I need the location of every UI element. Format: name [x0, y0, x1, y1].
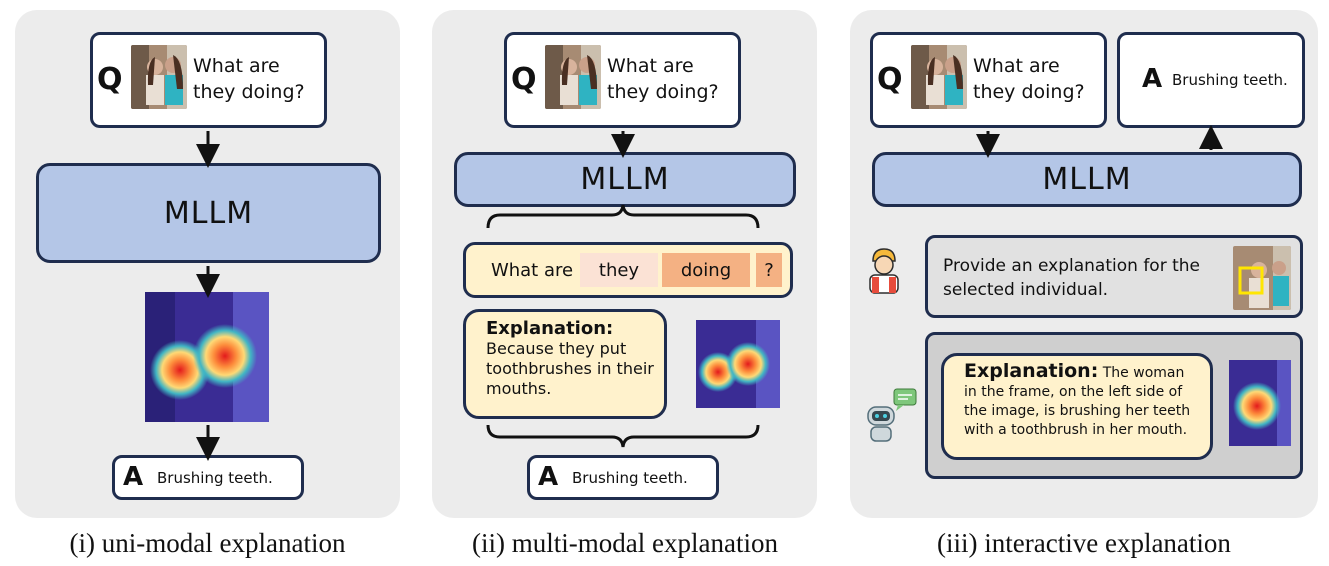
question-letter: Q [877, 62, 903, 97]
answer-letter: A [123, 462, 144, 492]
selected-individual-thumbnail [1233, 246, 1291, 310]
explanation-text: The woman in the frame, on the left side… [964, 365, 1191, 438]
answer-box: A Brushing teeth. [1117, 32, 1305, 128]
explanation-box: Explanation: The woman in the frame, on … [941, 353, 1213, 460]
mllm-block: MLLM [872, 152, 1302, 207]
user-prompt-text: Provide an explanation for the selected … [943, 256, 1200, 300]
user-prompt-box: Provide an explanation for the selected … [925, 235, 1303, 318]
explanation-content: Explanation: The woman in the frame, on … [964, 362, 1200, 440]
token-question-mark: ? [756, 253, 782, 287]
question-text: What are they doing? [973, 55, 1085, 103]
caption-uni-modal: (i) uni-modal explanation [69, 528, 346, 558]
mllm-label: MLLM [163, 195, 254, 231]
token-what-are: What are [490, 259, 574, 281]
brace-bottom [486, 424, 760, 448]
token-doing: doing [662, 253, 750, 287]
explanation-title: Explanation: [964, 360, 1099, 382]
explanation-title: Explanation: [486, 318, 614, 339]
mllm-label: MLLM [580, 162, 670, 197]
answer-text: Brushing teeth. [157, 469, 273, 487]
robot-chat-icon [860, 385, 920, 447]
token-they: they [580, 253, 658, 287]
question-text: What are they doing? [193, 55, 305, 103]
saliency-heatmap-image [145, 292, 269, 422]
question-text: What are they doing? [607, 55, 719, 103]
brace-top [486, 204, 760, 229]
saliency-heatmap-image [1229, 360, 1291, 446]
mllm-label: MLLM [1042, 162, 1132, 197]
input-image-thumbnail [911, 45, 967, 109]
input-image-thumbnail [131, 45, 187, 109]
answer-text: Brushing teeth. [572, 469, 688, 487]
question-box: Q What are they doing? [504, 32, 741, 128]
token-sequence-box: What are they doing ? [463, 242, 793, 298]
question-letter: Q [97, 62, 123, 97]
user-avatar-icon [864, 246, 904, 296]
question-box: Q What are they doing? [870, 32, 1107, 128]
caption-interactive: (iii) interactive explanation [937, 528, 1231, 558]
answer-letter: A [538, 462, 559, 492]
mllm-block: MLLM [454, 152, 796, 207]
caption-multi-modal: (ii) multi-modal explanation [472, 528, 778, 558]
question-letter: Q [511, 62, 537, 97]
answer-box: A Brushing teeth. [527, 455, 719, 500]
answer-box: A Brushing teeth. [112, 455, 304, 500]
input-image-thumbnail [545, 45, 601, 109]
explanation-text: Because they put toothbrushes in their m… [486, 339, 654, 398]
answer-text: Brushing teeth. [1172, 71, 1288, 89]
question-box: Q What are they doing? [90, 32, 327, 128]
saliency-heatmap-image [696, 320, 780, 408]
answer-letter: A [1142, 64, 1163, 94]
explanation-box: Explanation: Because they put toothbrush… [463, 309, 667, 419]
